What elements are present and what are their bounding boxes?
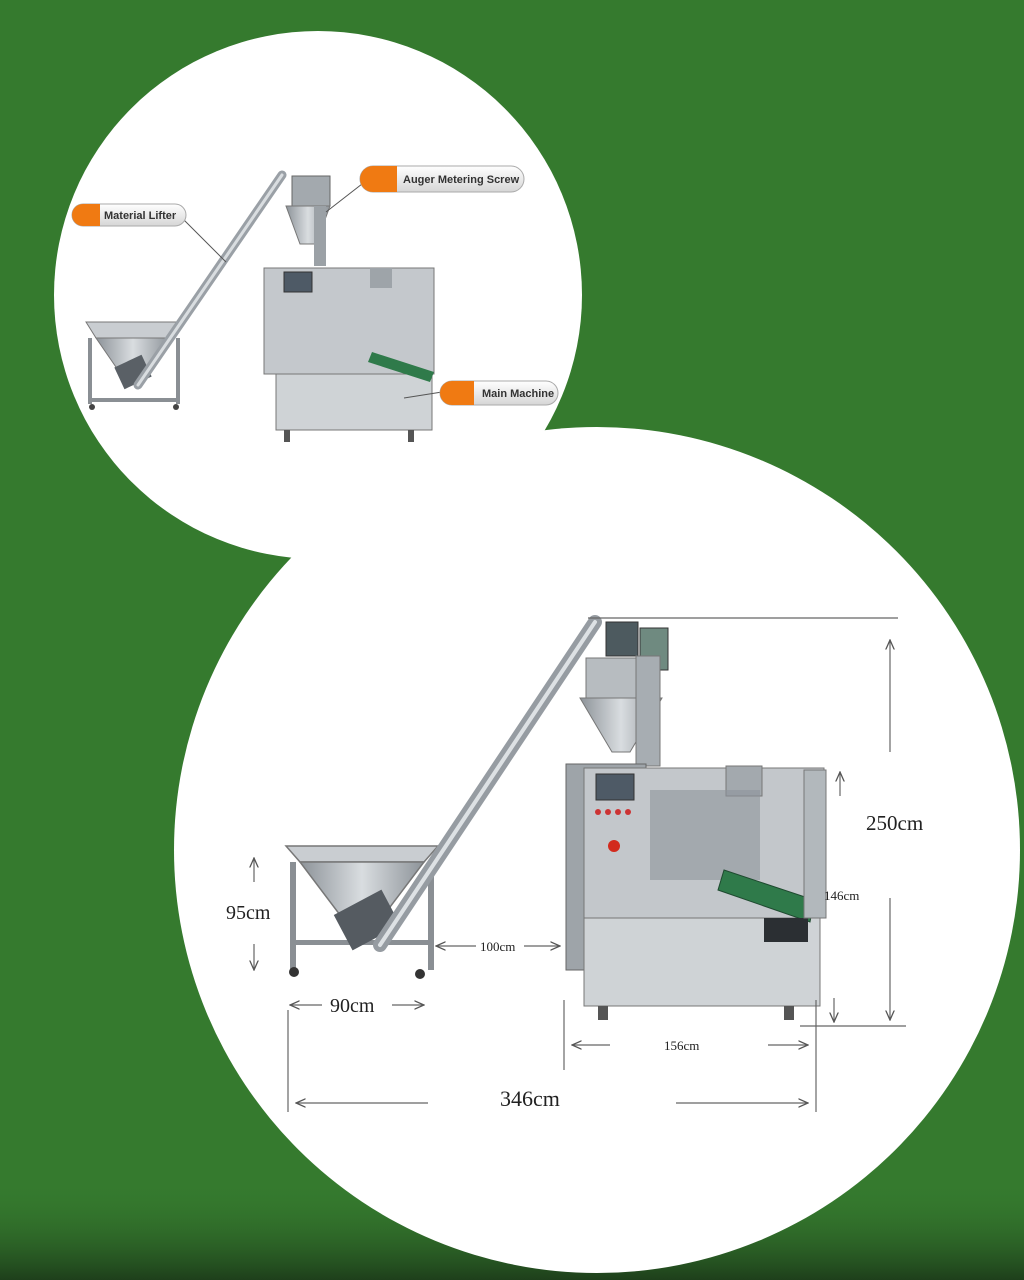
dimension-lines — [254, 617, 906, 1112]
callout-material-lifter: Material Lifter — [71, 203, 227, 263]
main-machine — [565, 763, 827, 1020]
label-material-lifter: Material Lifter — [104, 210, 177, 222]
hopper — [284, 845, 440, 979]
dim-main-width: 156cm — [664, 1038, 699, 1053]
dim-total-width: 346cm — [500, 1086, 560, 1111]
label-auger-metering-screw: Auger Metering Screw — [403, 174, 520, 186]
callout-auger-metering-screw: Auger Metering Screw — [325, 165, 525, 213]
dim-hopper-height: 95cm — [226, 902, 271, 924]
dim-main-height: 146cm — [824, 888, 859, 903]
auger-metering-screw — [579, 621, 669, 767]
emergency-stop — [608, 840, 620, 852]
dim-total-height: 250cm — [866, 811, 923, 835]
touch-screen — [595, 773, 635, 801]
label-main-machine: Main Machine — [482, 388, 554, 400]
callout-main-machine: Main Machine — [403, 380, 559, 406]
main-machine-small — [263, 267, 435, 442]
dim-gap: 100cm — [480, 939, 515, 954]
dim-hopper-width: 90cm — [330, 995, 375, 1017]
auger-small — [285, 175, 331, 266]
conveyor — [717, 869, 815, 923]
dimension-panel: 95cm 90cm 100cm 156cm 146cm 250cm 346cm — [174, 427, 1020, 1273]
overview-panel: Material Lifter Auger Metering Screw Mai… — [54, 31, 582, 559]
